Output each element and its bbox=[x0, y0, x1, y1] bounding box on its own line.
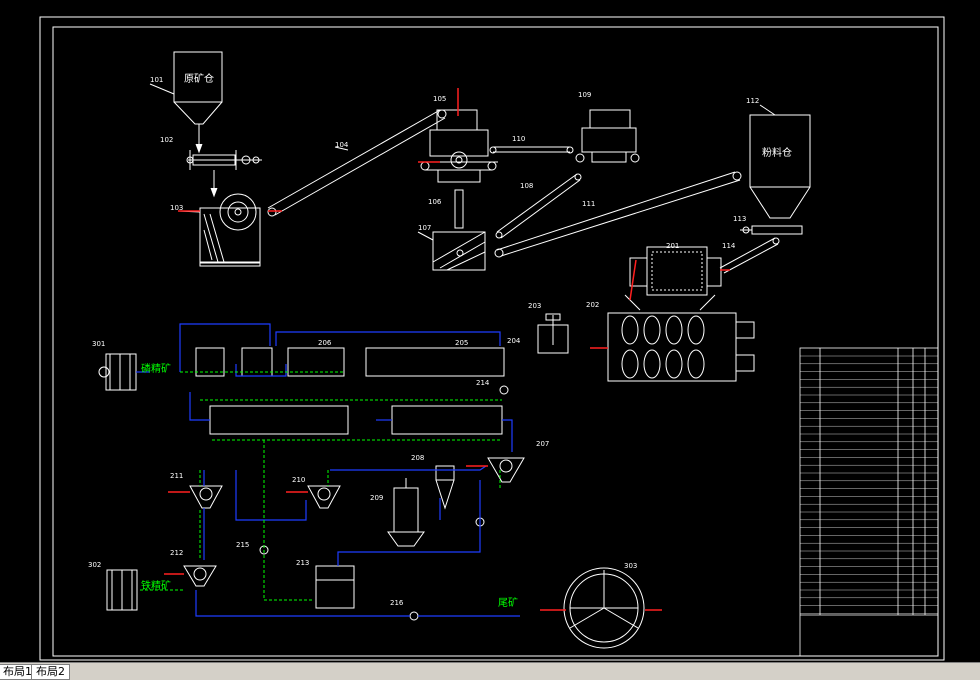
label-301: 301 bbox=[92, 340, 105, 348]
red-markers bbox=[164, 88, 730, 611]
filter-301 bbox=[98, 353, 137, 391]
label-203: 203 bbox=[528, 302, 541, 310]
thickener-211 bbox=[189, 485, 223, 509]
tailings-text: 尾矿 bbox=[498, 596, 518, 609]
cone-crusher bbox=[420, 109, 498, 183]
label-211: 211 bbox=[170, 472, 183, 480]
pump-216 bbox=[409, 611, 419, 621]
label-204: 204 bbox=[507, 337, 521, 345]
product-labels: 磷精矿 铁精矿 尾矿 bbox=[141, 362, 518, 609]
disk-feeder bbox=[740, 225, 803, 235]
vibrating-feeder bbox=[186, 150, 262, 170]
label-103: 103 bbox=[170, 204, 183, 212]
raw-bin-text: 原矿仓 bbox=[184, 72, 214, 85]
belt-conveyor-110 bbox=[489, 146, 574, 154]
outer-frame bbox=[39, 16, 945, 661]
label-104: 104 bbox=[335, 141, 349, 149]
spiral-classifier bbox=[607, 312, 755, 382]
flotation-row-1 bbox=[195, 347, 505, 377]
belt-conveyor-111 bbox=[494, 171, 742, 258]
belt-conveyor-106 bbox=[454, 189, 464, 229]
label-208: 208 bbox=[411, 454, 424, 462]
label-206: 206 bbox=[318, 339, 332, 347]
fine-crusher bbox=[575, 109, 640, 163]
belt-conveyor-108 bbox=[495, 173, 582, 239]
powder-bin bbox=[749, 104, 811, 219]
green-pipelines bbox=[140, 371, 502, 601]
powder-bin-text: 粉料仓 bbox=[762, 146, 792, 159]
label-216: 216 bbox=[390, 599, 404, 607]
blue-pipelines bbox=[136, 323, 520, 617]
pump-214 bbox=[499, 385, 509, 395]
belt-conveyor-104 bbox=[267, 109, 447, 217]
bom-table bbox=[799, 347, 939, 657]
filter-press-213 bbox=[315, 565, 355, 609]
label-207: 207 bbox=[536, 440, 549, 448]
flotation-row-2 bbox=[209, 405, 503, 435]
thickener-212 bbox=[183, 565, 217, 587]
phosphate-concentrate-text: 磷精矿 bbox=[141, 362, 171, 375]
drawing-canvas[interactable]: 101 102 103 104 105 106 107 108 109 110 … bbox=[0, 0, 980, 662]
inner-frame bbox=[52, 26, 939, 657]
label-101: 101 bbox=[150, 76, 163, 84]
label-214: 214 bbox=[476, 379, 490, 387]
label-212: 212 bbox=[170, 549, 183, 557]
equipment-labels: 101 102 103 104 105 106 107 108 109 110 … bbox=[88, 76, 759, 607]
iron-concentrate-text: 铁精矿 bbox=[141, 579, 171, 592]
label-106: 106 bbox=[428, 198, 442, 206]
label-201: 201 bbox=[666, 242, 679, 250]
label-202: 202 bbox=[586, 301, 599, 309]
label-108: 108 bbox=[520, 182, 533, 190]
thickener-210 bbox=[307, 485, 341, 509]
label-110: 110 bbox=[512, 135, 525, 143]
tab-layout-2[interactable]: 布局2 bbox=[31, 664, 70, 680]
label-215: 215 bbox=[236, 541, 249, 549]
label-114: 114 bbox=[722, 242, 736, 250]
label-102: 102 bbox=[160, 136, 173, 144]
label-105: 105 bbox=[433, 95, 446, 103]
label-107: 107 bbox=[418, 224, 431, 232]
label-113: 113 bbox=[733, 215, 746, 223]
belt-conveyor-114 bbox=[719, 237, 780, 274]
agitation-tank bbox=[537, 313, 569, 354]
label-210: 210 bbox=[292, 476, 305, 484]
layout-tab-bar: 布局1 布局2 bbox=[0, 662, 980, 680]
filter-302 bbox=[106, 569, 138, 611]
column-209 bbox=[387, 478, 425, 547]
ball-mill bbox=[624, 246, 722, 311]
label-209: 209 bbox=[370, 494, 383, 502]
label-302: 302 bbox=[88, 561, 101, 569]
raw-ore-bin bbox=[149, 51, 223, 125]
flowsheet-drawing: 101 102 103 104 105 106 107 108 109 110 … bbox=[39, 16, 945, 661]
thickener-207 bbox=[487, 457, 525, 483]
label-213: 213 bbox=[296, 559, 309, 567]
label-109: 109 bbox=[578, 91, 591, 99]
bin-labels: 原矿仓 粉料仓 bbox=[184, 72, 792, 159]
label-112: 112 bbox=[746, 97, 759, 105]
label-205: 205 bbox=[455, 339, 468, 347]
label-111: 111 bbox=[582, 200, 595, 208]
jaw-crusher bbox=[177, 193, 261, 267]
tailings-thickener-303 bbox=[563, 567, 645, 649]
vibrating-screen bbox=[417, 231, 486, 271]
cyclone-208 bbox=[435, 465, 455, 510]
label-303: 303 bbox=[624, 562, 637, 570]
